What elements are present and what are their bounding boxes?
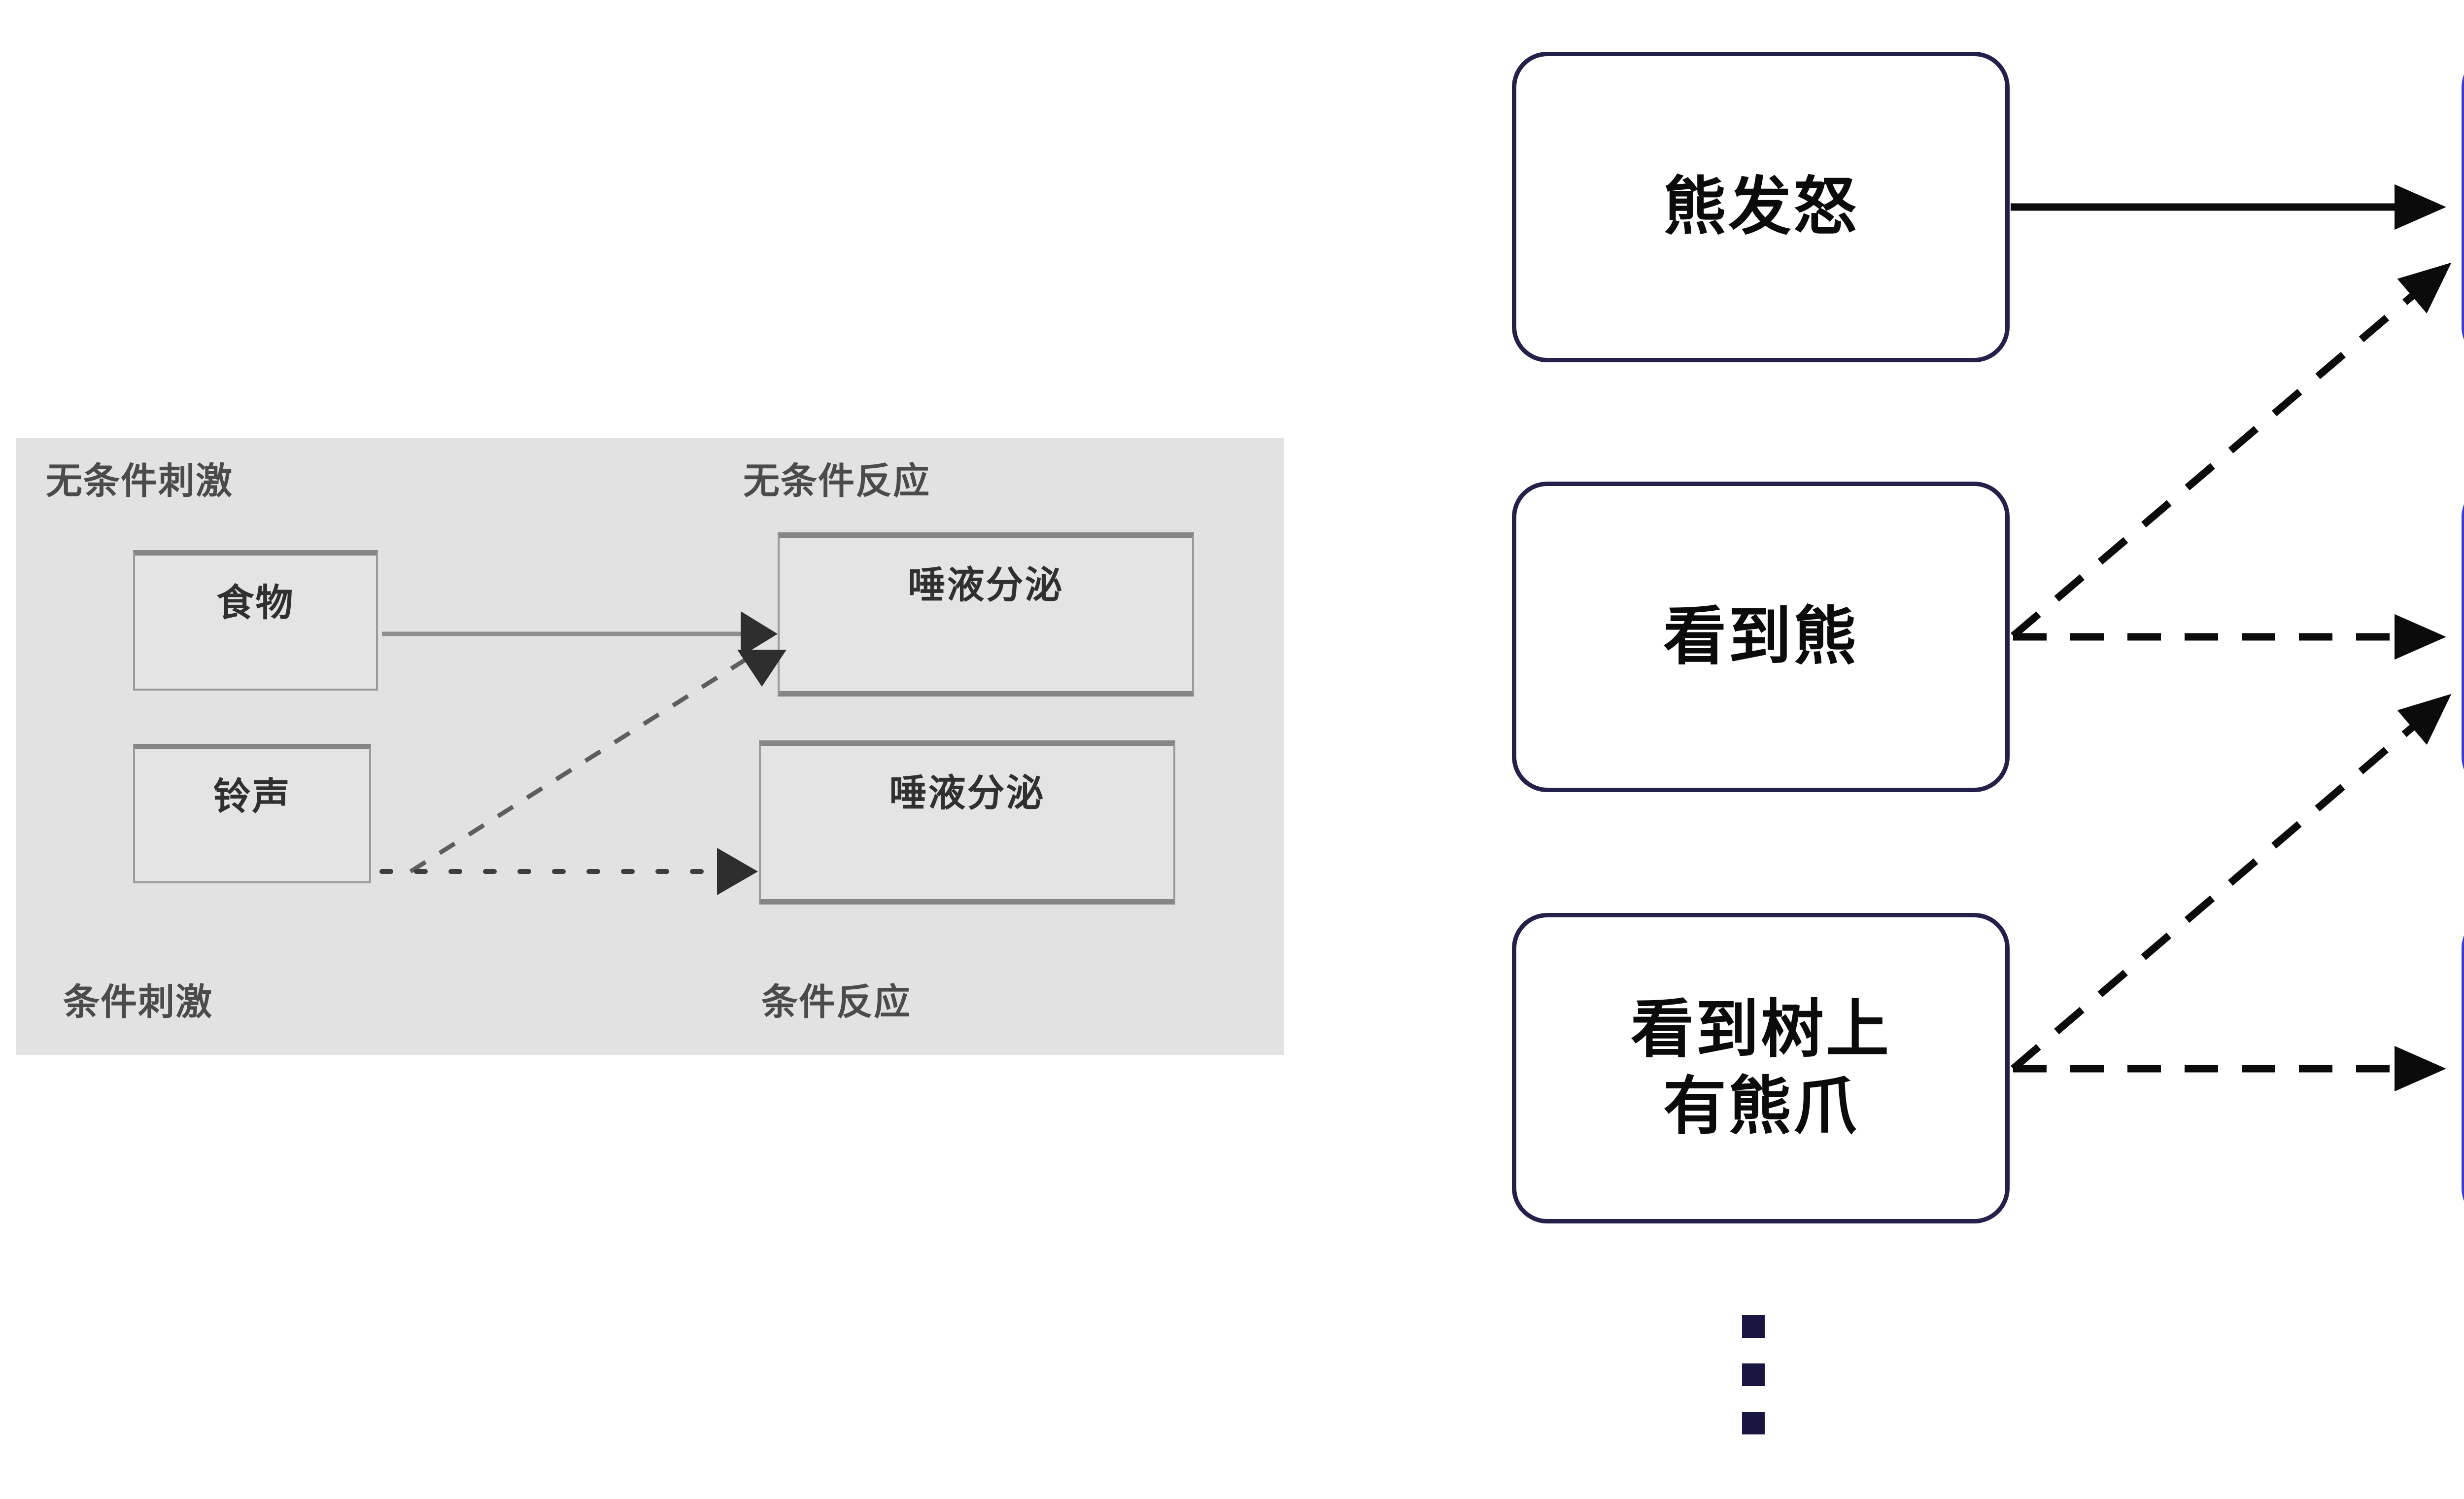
pavlov-box-salivation-uncond-label: 唾液分泌 [908, 563, 1064, 607]
edge-see-claw-to-v-s-prime [2011, 694, 2452, 1072]
label-conditioned-response: 条件反应 [761, 981, 911, 1023]
label-unconditioned-stimulus: 无条件刺激 [46, 460, 233, 502]
state-box-see-claw-label: 看到树上 有熊爪 [1631, 991, 1891, 1145]
value-box-v-s: V(s) [2462, 913, 2464, 1223]
pavlov-box-salivation-cond: 唾液分泌 [759, 740, 1175, 905]
pavlov-box-bell-label: 铃声 [213, 774, 291, 818]
value-box-v-s-prime: V(s′) [2462, 482, 2464, 792]
pavlovian-conditioning-panel: 无条件刺激 无条件反应 条件刺激 条件反应 食物 铃声 唾液分泌 唾液分泌 [16, 438, 1284, 1055]
ellipsis-left-column [1742, 1315, 1765, 1434]
state-box-see-bear-label: 看到熊 [1663, 599, 1858, 673]
pavlov-box-food-label: 食物 [216, 581, 295, 625]
label-conditioned-stimulus: 条件刺激 [63, 981, 213, 1023]
state-box-bear-angry-label: 熊发怒 [1663, 170, 1858, 244]
state-box-see-claw-line2: 有熊爪 [1663, 1070, 1858, 1143]
value-box-reward: 奖励 [2462, 52, 2464, 362]
state-box-see-claw-line1: 看到树上 [1630, 992, 1891, 1066]
pavlov-box-salivation-uncond: 唾液分泌 [778, 532, 1194, 697]
label-unconditioned-response: 无条件反应 [743, 460, 930, 502]
state-box-see-bear: 看到熊 [1512, 482, 2010, 792]
state-box-see-claw: 看到树上 有熊爪 [1512, 913, 2010, 1223]
ellipsis-dot [1742, 1363, 1765, 1386]
pavlov-box-food: 食物 [133, 550, 378, 691]
pavlov-box-salivation-cond-label: 唾液分泌 [889, 771, 1045, 815]
ellipsis-dot [1742, 1315, 1765, 1338]
ellipsis-dot [1742, 1412, 1765, 1434]
state-box-bear-angry: 熊发怒 [1512, 52, 2010, 362]
pavlov-box-bell: 铃声 [133, 744, 371, 883]
edge-see-bear-to-reward [2011, 262, 2452, 639]
